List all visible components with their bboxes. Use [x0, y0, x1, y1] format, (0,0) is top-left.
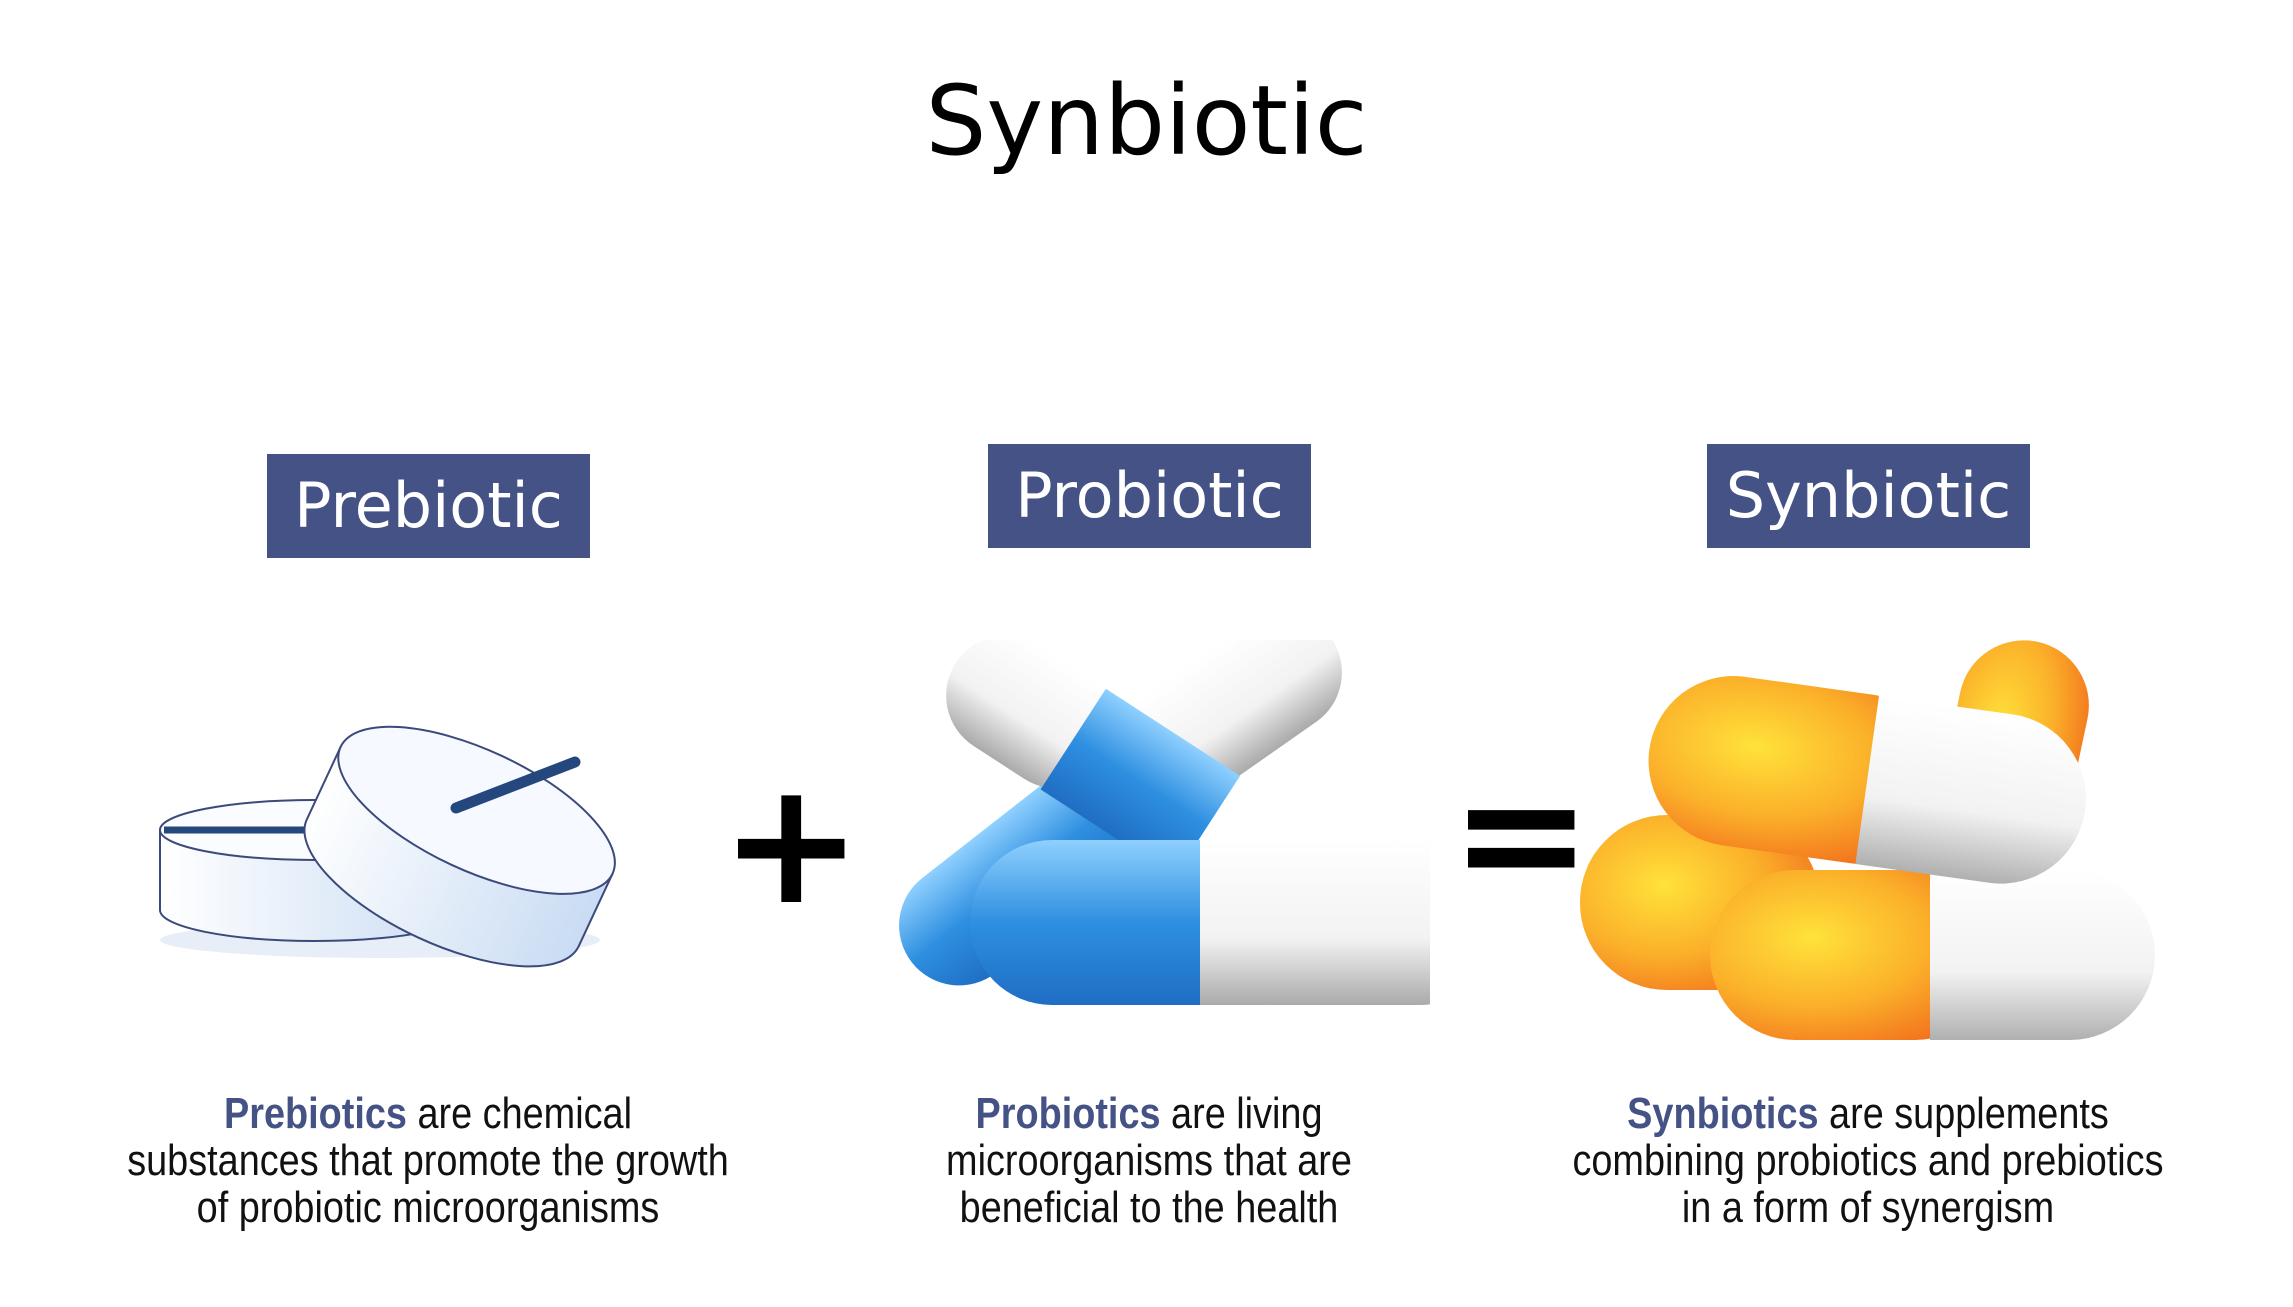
prebiotic-description: Prebiotics are chemical substances that … [118, 1090, 737, 1231]
synbiotic-term: Synbiotics [1627, 1089, 1819, 1138]
probiotic-label: Probiotic [988, 444, 1311, 548]
prebiotic-label: Prebiotic [267, 454, 590, 558]
desc-line: combining probiotics and prebiotics [1572, 1136, 2164, 1185]
desc-line: of probiotic microorganisms [196, 1183, 660, 1232]
tablets-illustration [159, 725, 616, 968]
desc-line: beneficial to the health [959, 1183, 1339, 1232]
synbiotic-description: Synbiotics are supplements combining pro… [1558, 1090, 2177, 1231]
page-title: Synbiotic [925, 65, 1368, 177]
probiotic-description: Probiotics are living microorganisms tha… [839, 1090, 1458, 1231]
desc-line: are supplements [1818, 1089, 2109, 1138]
desc-line: substances that promote the growth [127, 1136, 729, 1185]
plus-sign: + [720, 745, 863, 943]
desc-line: in a form of synergism [1681, 1183, 2055, 1232]
desc-line: are chemical [406, 1089, 632, 1138]
prebiotic-term: Prebiotics [223, 1089, 407, 1138]
equals-sign: = [1450, 735, 1593, 933]
probiotic-term: Probiotics [975, 1089, 1161, 1138]
orange-capsules-illustration [1580, 640, 2155, 1040]
blue-capsules-illustration [899, 640, 1430, 1005]
synbiotic-label: Synbiotic [1707, 444, 2030, 548]
desc-line: microorganisms that are [946, 1136, 1352, 1185]
desc-line: are living [1160, 1089, 1323, 1138]
